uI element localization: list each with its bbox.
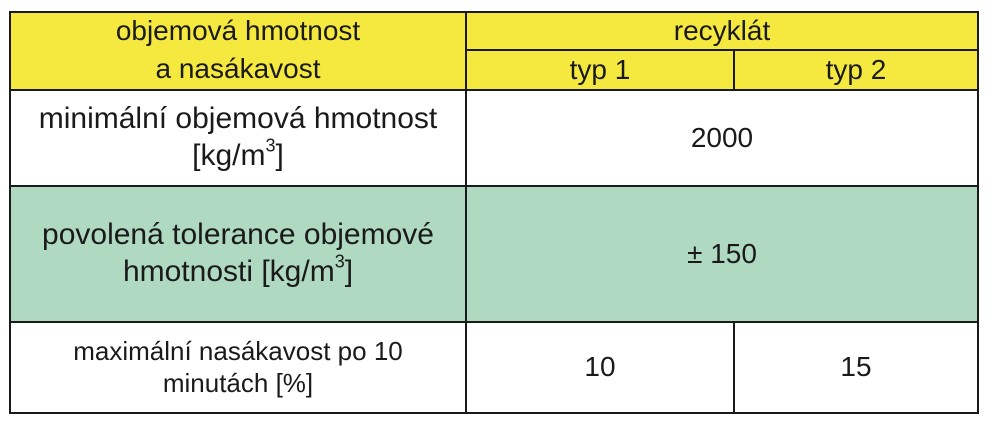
table-row: minimální objemová hmotnost [kg/m3] 2000 xyxy=(9,89,979,187)
unit-close: ] xyxy=(275,139,284,172)
header-group-recyklat: recyklát xyxy=(465,11,979,51)
unit-text: hmotnosti [kg/m xyxy=(122,255,335,288)
properties-table: objemová hmotnost recyklát a nasákavost … xyxy=(9,11,979,414)
row-label-density-tolerance: povolená tolerance objemové hmotnosti [k… xyxy=(9,185,467,323)
row-label-line1: povolená tolerance objemové xyxy=(42,218,434,252)
table-row: maximální nasákavost po 10 minutách [%] … xyxy=(9,321,979,414)
header-type-1: typ 1 xyxy=(465,49,735,91)
row-label-min-density: minimální objemová hmotnost [kg/m3] xyxy=(9,89,467,187)
table-row: povolená tolerance objemové hmotnosti [k… xyxy=(9,185,979,323)
row-label-line2: minutách [%] xyxy=(162,367,314,398)
value-min-density: 2000 xyxy=(465,89,979,187)
row-label-max-absorption: maximální nasákavost po 10 minutách [%] xyxy=(9,321,467,414)
unit-text: [kg/m xyxy=(192,139,266,172)
unit-close: ] xyxy=(344,255,354,288)
row-label-line2: hmotnosti [kg/m3] xyxy=(15,251,461,291)
row-label-line1: maximální nasákavost po 10 xyxy=(73,335,403,366)
row-label-line1: minimální objemová hmotnost xyxy=(38,102,438,136)
value-absorption-type-2: 15 xyxy=(733,321,979,414)
value-absorption-type-1: 10 xyxy=(465,321,735,414)
value-density-tolerance: ± 150 xyxy=(465,185,979,323)
header-type-2: typ 2 xyxy=(733,49,979,91)
row-label-line2: [kg/m3] xyxy=(15,135,461,175)
unit-exponent: 3 xyxy=(334,251,345,272)
unit-exponent: 3 xyxy=(265,135,276,156)
header-param-line1: objemová hmotnost xyxy=(9,11,467,50)
header-param-line2: a nasákavost xyxy=(9,50,467,91)
